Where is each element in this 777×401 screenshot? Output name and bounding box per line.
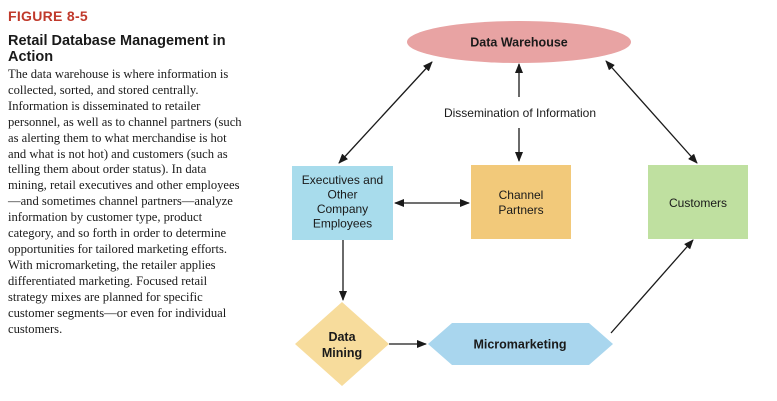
data-warehouse-label: Data Warehouse	[470, 36, 568, 50]
channel-partners-label-line2: Partners	[498, 203, 543, 217]
data-warehouse-node: Data Warehouse	[407, 21, 631, 63]
data-mining-node: Data Mining	[295, 302, 389, 386]
executives-label-line4: Employees	[313, 217, 372, 231]
executives-label-line1: Executives and	[302, 173, 383, 187]
data-mining-label-line2: Mining	[322, 346, 362, 360]
arrow-warehouse-customers	[605, 60, 698, 164]
executives-label-line3: Company	[317, 202, 368, 216]
data-mining-label-line1: Data	[328, 330, 356, 344]
arrow-micromarketing-customers	[610, 239, 694, 334]
micromarketing-node: Micromarketing	[428, 323, 613, 365]
channel-partners-label-line1: Channel	[499, 188, 544, 202]
channel-partners-node: Channel Partners	[471, 165, 571, 239]
figure-label: FIGURE 8-5	[8, 8, 89, 24]
figure-caption: FIGURE 8-5 Retail Database Management in…	[8, 8, 243, 337]
customers-label: Customers	[669, 196, 727, 210]
executives-label-line2: Other	[327, 188, 357, 202]
arrow-warehouse-executives	[338, 61, 433, 164]
executives-node: Executives and Other Company Employees	[292, 166, 393, 240]
dissemination-label: Dissemination of Information	[444, 106, 596, 120]
figure-description: The data warehouse is where information …	[8, 67, 242, 336]
figure-title: Retail Database Management in Action	[8, 33, 226, 65]
micromarketing-label: Micromarketing	[473, 338, 566, 352]
connectors	[338, 60, 698, 348]
customers-node: Customers	[648, 165, 748, 239]
